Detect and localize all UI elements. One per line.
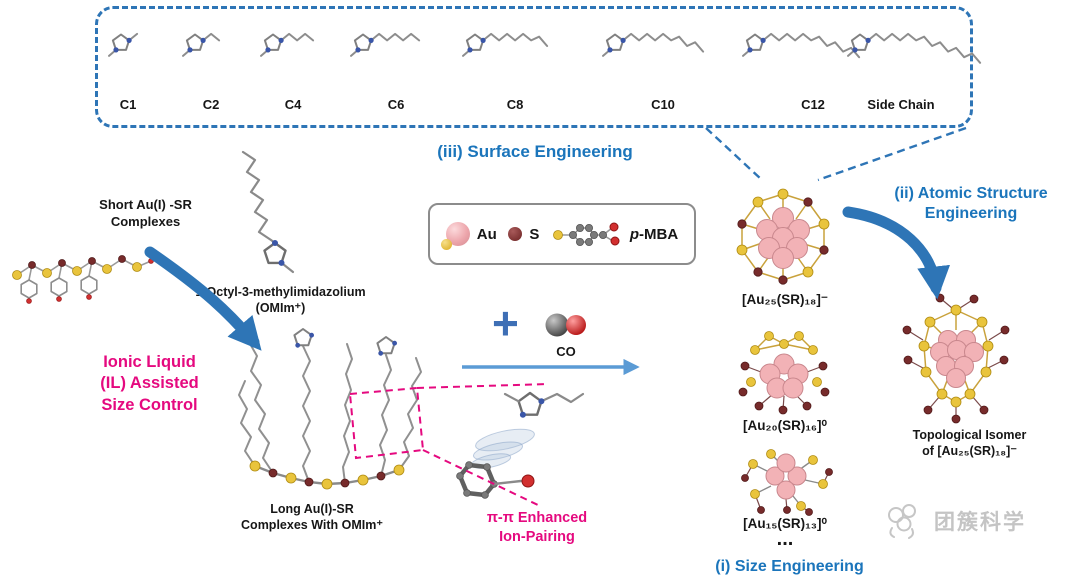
legend-au-label: Au [476,225,497,243]
pmba-molecule-icon [552,222,620,246]
legend-s-label: S [529,225,540,243]
more-clusters-ellipsis: ... [776,528,794,550]
legend-s-item: S [508,226,539,243]
short-au-sr-structure [12,255,154,304]
pi-pi-label: π-π Enhanced Ion-Pairing [486,510,588,545]
au15-label: [Au₁₅(SR)₁₃]⁰ [743,516,827,531]
au20-label: [Au₂₀(SR)₁₆]⁰ [743,418,827,433]
gold-sphere-icon [440,239,452,250]
legend-pmba-item: p-MBA [551,219,678,249]
omim-label: 1-Octyl-3-methylimidazolium (OMIm⁺) [195,285,366,315]
ligand-structure-c12 [738,19,867,75]
ligand-label-c1: C1 [119,97,137,112]
ligand-label-c2: C2 [202,97,220,112]
ligand-label-c4: C4 [284,97,302,112]
watermark-logo-icon [888,504,916,539]
pi-pi-structure [456,391,585,499]
ligand-structure-c8 [458,19,555,68]
legend-pmba-label: p-MBA [629,225,679,243]
imidazolium-ligand-icon [182,32,221,57]
au-sphere-icon [440,222,470,250]
imidazolium-ligand-icon [350,32,421,57]
topological-isomer-label: Topological Isomer of [Au₂₅(SR)₁₈]⁻ [912,428,1027,458]
ligand-label-side-chain: Side Chain [867,97,935,112]
imidazolium-ligand-icon [742,32,861,59]
co-molecule-icon [545,313,586,337]
ligand-label-c12: C12 [801,97,825,112]
long-complexes-label: Long Au(I)-SR Complexes With OMIm⁺ [241,502,383,532]
ligand-panel: C1 C2 C4 C6 C8 C10 C12 Side Chain [95,6,982,128]
ligand-structure-c10 [598,19,711,69]
legend-box: Au S p-MBA [428,203,696,265]
imidazolium-ligand-icon [847,32,982,64]
au25-cluster [736,188,830,285]
watermark: 团簇科学 [882,500,1026,542]
funnel-line-right [817,126,967,182]
ligand-structure-c2 [178,19,227,68]
heading-atomic-structure: (ii) Atomic Structure Engineering [894,185,1048,222]
ligand-structure-c4 [256,19,321,68]
ligand-label-c8: C8 [506,97,524,112]
topological-isomer-cluster [902,293,1010,424]
omim-structure [241,150,295,274]
ligand-structure-c1 [104,19,145,68]
ionic-liquid-label: Ionic Liquid (IL) Assisted Size Control [100,353,199,414]
ligand-label-c6: C6 [387,97,405,112]
legend-au-item: Au [440,222,497,250]
imidazolium-ligand-icon [260,32,315,57]
au20-cluster [738,331,830,415]
s-sphere-icon [508,227,523,241]
imidazolium-ligand-icon [602,32,705,57]
heading-surface-engineering: (iii) Surface Engineering [437,142,633,161]
long-au-sr-structure [238,328,422,490]
ligand-structure-c6 [346,19,427,68]
imidazolium-ligand-icon [108,32,139,57]
short-complexes-label: Short Au(I) -SR Complexes [99,197,192,229]
au25-label: [Au₂₅(SR)₁₈]⁻ [742,292,828,307]
watermark-text: 团簇科学 [934,511,1026,534]
heading-size-engineering: (i) Size Engineering [715,558,864,575]
au15-cluster [741,449,833,516]
ligand-label-c10: C10 [651,97,675,112]
plus-sign: + [492,297,519,349]
co-label: CO [556,344,576,359]
imidazolium-ligand-icon [462,32,549,57]
ligand-structure-side-chain [843,19,988,80]
